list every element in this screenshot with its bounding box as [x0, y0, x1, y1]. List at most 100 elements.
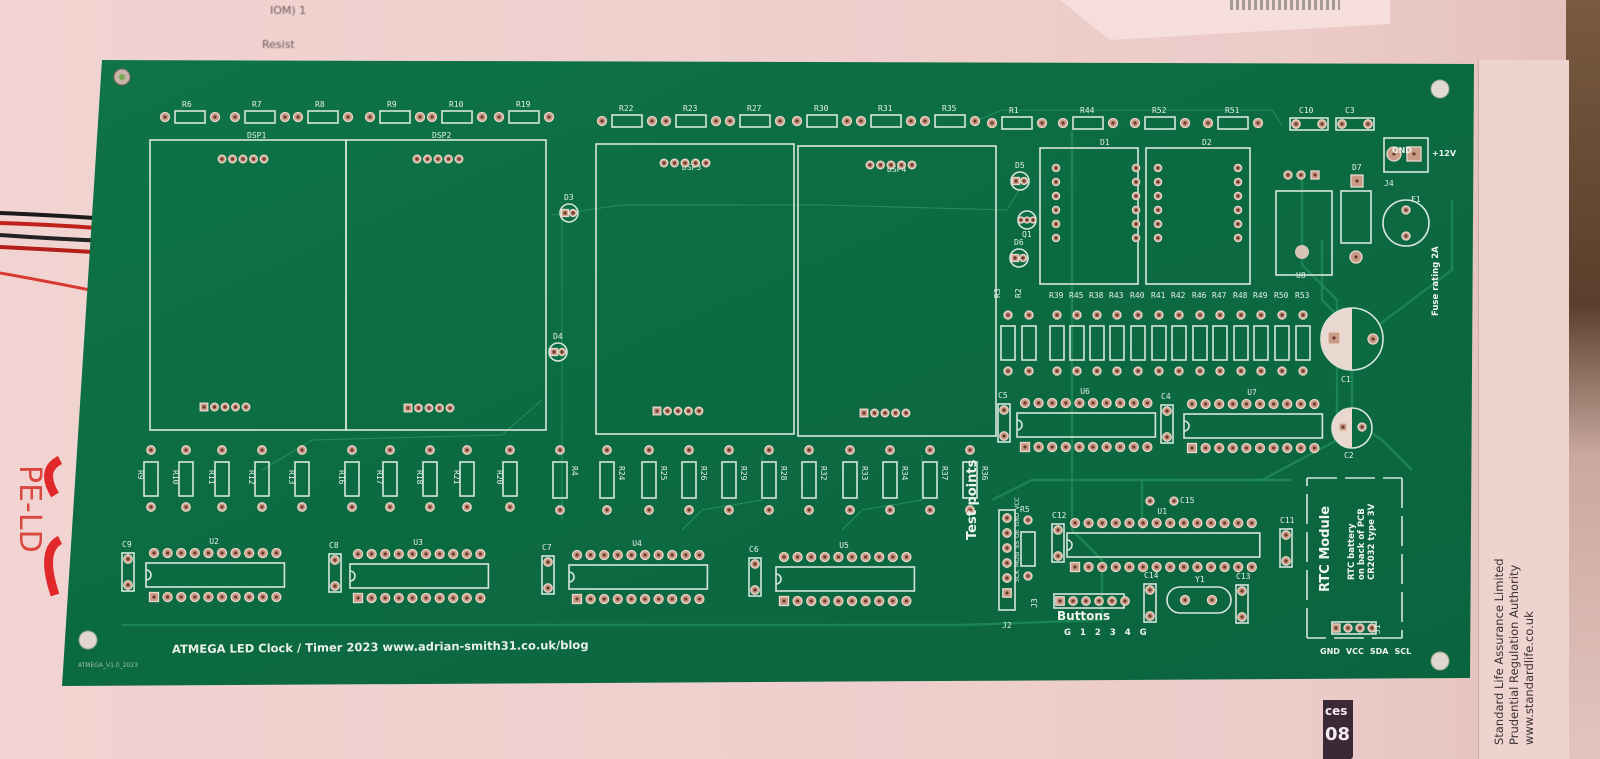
- solder-pad: [1133, 310, 1143, 320]
- buttons-title: Buttons: [1057, 609, 1111, 623]
- ic-label: U2: [209, 537, 219, 546]
- resistor-label: R50: [1274, 291, 1289, 300]
- display-label: DSP2: [432, 131, 451, 140]
- solder-pad: [1277, 366, 1287, 376]
- solder-pad: [199, 402, 209, 412]
- solder-pad: [1092, 366, 1102, 376]
- solder-pad: [1092, 310, 1102, 320]
- capacitor-label: C15: [1180, 496, 1195, 505]
- capacitor-label: C8: [329, 541, 339, 550]
- rtc-note-line-3: CR2032 type 3V: [1367, 503, 1377, 580]
- solder-pad: [1052, 366, 1062, 376]
- solder-pad: [1296, 170, 1306, 180]
- solder-pad: [1295, 442, 1306, 454]
- rtc-note: RTC battery on back of PCB CR2032 type 3…: [1347, 504, 1377, 580]
- solder-pad: [1291, 119, 1301, 129]
- solder-pad: [667, 593, 678, 605]
- solder-pad: [806, 595, 817, 607]
- solder-pad: [1137, 561, 1149, 573]
- solder-pad: [1131, 219, 1141, 229]
- solder-pad: [435, 403, 444, 413]
- solder-pad: [1002, 588, 1012, 598]
- solder-pad: [146, 445, 156, 455]
- solder-pad: [887, 551, 898, 563]
- solder-pad: [414, 111, 426, 123]
- solder-pad: [181, 502, 191, 512]
- test-points-title: Test points: [965, 459, 980, 540]
- solder-pad: [1142, 397, 1153, 409]
- solder-pad: [1236, 310, 1246, 320]
- solder-pad: [860, 551, 871, 563]
- solder-pad: [259, 154, 269, 164]
- solder-pad: [448, 548, 459, 560]
- rtc-pin-gnd: GND: [1320, 647, 1340, 656]
- solder-pad: [279, 111, 291, 123]
- solder-pad: [162, 547, 173, 559]
- capacitor-label: C3: [1345, 106, 1355, 115]
- led-label: D5: [1015, 161, 1025, 170]
- solder-pad: [420, 548, 432, 560]
- resistor-label: R5: [1020, 505, 1030, 514]
- led-label: D6: [1014, 238, 1024, 247]
- solder-pad: [434, 592, 445, 604]
- solder-pad: [804, 505, 814, 515]
- solder-pad: [555, 445, 565, 455]
- resistor-label: R6: [182, 100, 192, 109]
- solder-pad: [210, 402, 219, 412]
- solder-pad: [907, 160, 917, 170]
- resistor-label: R23: [683, 104, 698, 113]
- solder-pad: [919, 115, 931, 127]
- solder-pad: [420, 592, 432, 604]
- solder-pad: [203, 547, 214, 559]
- rtc-pin-labels: GND VCC SDA SCL: [1320, 647, 1411, 656]
- solder-pad: [1178, 517, 1189, 529]
- button-pin-labels: G 1 2 3 4 G: [1064, 628, 1147, 638]
- solder-pad: [1298, 310, 1308, 320]
- solder-pad: [1060, 441, 1071, 453]
- capacitor-label: C13: [1236, 572, 1251, 581]
- rtc-pin-vcc: VCC: [1345, 647, 1364, 656]
- side-document-text: Standard Life Assurance Limited Prudenti…: [1492, 559, 1537, 746]
- resistor-label: R47: [1212, 291, 1227, 300]
- solder-pad: [1162, 406, 1172, 416]
- resistor-label: R12: [247, 470, 256, 485]
- resistor-label: R19: [516, 100, 531, 109]
- resistor-label: R9: [136, 470, 145, 480]
- display-label: DSP3: [682, 163, 701, 172]
- solder-pad: [1023, 216, 1031, 224]
- solder-pad: [1233, 561, 1244, 573]
- solder-pad: [1003, 366, 1013, 376]
- solder-pad: [1055, 596, 1065, 606]
- solder-pad: [1246, 517, 1257, 529]
- solder-pad: [444, 154, 453, 164]
- solder-pad: [425, 502, 435, 512]
- display-outlines: [149, 139, 1251, 437]
- solder-pad: [1282, 442, 1293, 454]
- solder-pad: [585, 593, 596, 605]
- solder-pad: [1051, 219, 1061, 229]
- solder-pad: [461, 548, 472, 560]
- diode-label: D7: [1352, 163, 1362, 172]
- solder-pad: [1133, 366, 1143, 376]
- solder-pad: [680, 158, 690, 168]
- capacitor-label: C11: [1280, 516, 1295, 525]
- solder-pad: [448, 592, 459, 604]
- solder-pad: [330, 581, 340, 591]
- solder-pad: [1120, 596, 1130, 606]
- resistor-label: R39: [1049, 291, 1064, 300]
- solder-pad: [380, 592, 391, 604]
- tp-oe: OE: [1014, 529, 1021, 538]
- solder-pad: [1327, 331, 1341, 345]
- solder-pad: [885, 445, 895, 455]
- solder-pad: [1002, 573, 1012, 583]
- solder-pad: [1205, 561, 1217, 573]
- solder-pad: [1386, 146, 1402, 162]
- solder-pad: [1256, 366, 1266, 376]
- connector-label: J2: [1002, 621, 1012, 630]
- solder-pad: [1349, 250, 1363, 264]
- solder-pad: [886, 160, 896, 170]
- solder-pad: [230, 547, 241, 559]
- solder-pad: [1205, 517, 1217, 529]
- rtc-pin-scl: SCL: [1394, 647, 1412, 656]
